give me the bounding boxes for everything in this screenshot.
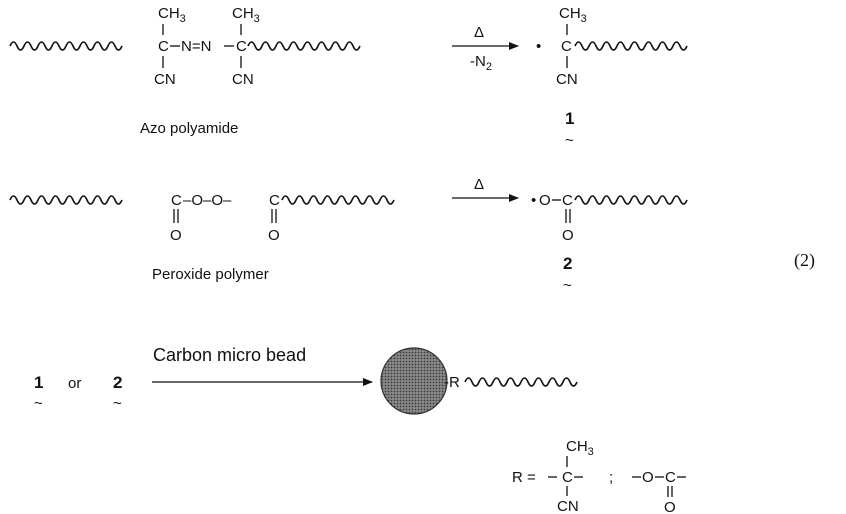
reactant-1: 1: [34, 373, 43, 392]
peroxide-polymer-caption: Peroxide polymer: [152, 266, 269, 283]
cn-group: CN: [556, 71, 578, 88]
reactant-2: 2: [113, 373, 122, 392]
carbonyl-oxygen: O: [170, 227, 182, 244]
carbonyl-oxygen: O: [664, 499, 676, 514]
ch3-label: CH: [559, 5, 581, 22]
ch3-label: CH: [158, 5, 180, 22]
equation-number: (2): [794, 250, 815, 271]
carbonyl-oxygen: O: [562, 227, 574, 244]
carbon-atom: C: [562, 192, 573, 209]
cn-group: CN: [154, 71, 176, 88]
ch3-subscript: 3: [254, 13, 260, 25]
polymer-chain-wavy: [9, 41, 123, 51]
azo-right-carbon: CH3 C CN: [232, 5, 260, 88]
carbon-atom: C: [171, 192, 182, 209]
svg-text:CH3: CH3: [566, 438, 594, 458]
azo-linkage: N=N: [181, 38, 211, 55]
svg-text:CH3: CH3: [158, 5, 186, 25]
cn-group: CN: [557, 498, 579, 514]
carbon-micro-bead-label: Carbon micro bead: [153, 345, 306, 365]
compound-tilde: ~: [113, 395, 122, 412]
n2-subscript: 2: [486, 61, 492, 73]
carbon-atom: C: [562, 469, 573, 486]
product-2-radical: • O C O: [531, 192, 574, 244]
carbonyl-oxygen: O: [268, 227, 280, 244]
compound-tilde: ~: [565, 132, 574, 149]
compound-number-1: 1: [565, 109, 574, 128]
carbon-atom: C: [236, 38, 247, 55]
radical-dot: •: [536, 38, 541, 55]
polymer-chain-wavy: [281, 195, 395, 205]
polymer-chain-wavy: [464, 377, 578, 387]
compound-tilde: ~: [34, 395, 43, 412]
carbon-micro-bead: [380, 347, 448, 415]
semicolon-separator: ;: [609, 469, 613, 486]
heat-symbol: Δ: [474, 24, 484, 41]
product-1-radical: • CH3 C CN: [536, 5, 587, 88]
radical-dot: •: [531, 192, 536, 209]
r-equals-label: R =: [512, 469, 536, 486]
ch3-label: CH: [566, 438, 588, 455]
r-group-label: -R: [444, 374, 460, 391]
polymer-chain-wavy: [574, 41, 688, 51]
carbon-atom: C: [269, 192, 280, 209]
svg-text:CH3: CH3: [559, 5, 587, 25]
svg-text:-N2: -N2: [470, 53, 492, 73]
or-label: or: [68, 375, 81, 392]
ch3-label: CH: [232, 5, 254, 22]
polymer-chain-wavy: [247, 41, 361, 51]
azo-left-carbon: CH3 C CN: [154, 5, 186, 88]
compound-tilde: ~: [563, 277, 572, 294]
cn-group: CN: [232, 71, 254, 88]
svg-text:CH3: CH3: [232, 5, 260, 25]
oxygen-atom: O: [539, 192, 551, 209]
polymer-chain-wavy: [9, 195, 123, 205]
carbon-atom: C: [158, 38, 169, 55]
ch3-subscript: 3: [581, 13, 587, 25]
carbon-atom: C: [665, 469, 676, 486]
heat-symbol: Δ: [474, 176, 484, 193]
carbon-atom: C: [561, 38, 572, 55]
azo-polyamide-caption: Azo polyamide: [140, 120, 238, 137]
ch3-subscript: 3: [588, 446, 594, 458]
compound-number-2: 2: [563, 254, 572, 273]
nitrogen-loss-label: -N: [470, 53, 486, 70]
peroxide-linkage: –O–O–: [183, 192, 232, 209]
oxygen-atom: O: [642, 469, 654, 486]
polymer-chain-wavy: [574, 195, 688, 205]
ch3-subscript: 3: [180, 13, 186, 25]
